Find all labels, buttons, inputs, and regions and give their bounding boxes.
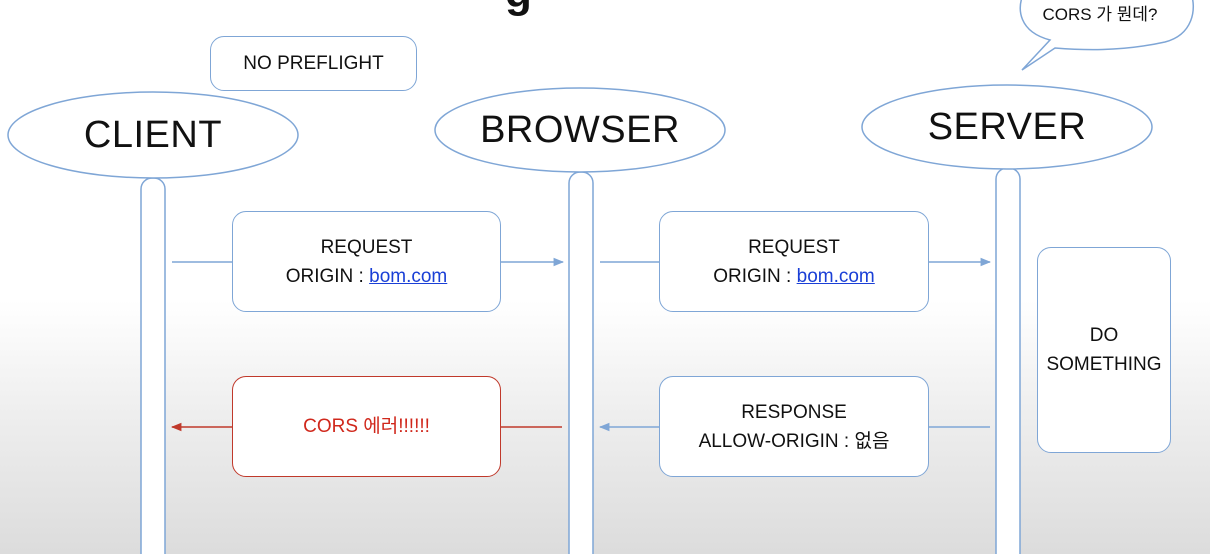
- cors-error-message: CORS 에러!!!!!!: [232, 376, 501, 477]
- browser-ellipse: [434, 87, 726, 173]
- server-action-line2: SOMETHING: [1046, 354, 1162, 375]
- origin-link[interactable]: bom.com: [369, 265, 448, 287]
- request-label: REQUEST: [320, 236, 413, 258]
- speech-bubble: [1019, 0, 1194, 71]
- server-lifeline: [995, 167, 1021, 554]
- cors-error-text: CORS 에러!!!!!!: [303, 416, 430, 437]
- client-ellipse: [7, 91, 299, 179]
- origin-line: ORIGIN : bom.com: [286, 262, 448, 291]
- response-label: RESPONSE: [741, 401, 847, 423]
- request-label: REQUEST: [748, 236, 840, 258]
- origin-prefix: ORIGIN :: [285, 265, 370, 287]
- request-message-browser: REQUEST ORIGIN : bom.com: [659, 211, 929, 312]
- speech-bubble-text: CORS 가 뭔데?: [1042, 5, 1158, 24]
- client-title: CLIENT: [83, 113, 223, 156]
- server-action-line1: DO: [1089, 325, 1119, 346]
- no-preflight-note: NO PREFLIGHT: [210, 36, 417, 91]
- browser-title: BROWSER: [480, 108, 680, 151]
- origin-prefix: ORIGIN :: [713, 265, 797, 287]
- request-message-client: REQUEST ORIGIN : bom.com: [232, 211, 501, 312]
- server-title: SERVER: [927, 105, 1087, 148]
- response-message: RESPONSE ALLOW-ORIGIN : 없음: [659, 376, 929, 477]
- no-preflight-label: NO PREFLIGHT: [243, 53, 384, 74]
- browser-lifeline: [568, 171, 594, 554]
- server-action-box: DO SOMETHING: [1037, 247, 1171, 453]
- origin-line: ORIGIN : bom.com: [713, 262, 875, 291]
- allow-origin-line: ALLOW-ORIGIN : 없음: [698, 430, 890, 452]
- origin-link[interactable]: bom.com: [796, 265, 875, 287]
- client-lifeline: [140, 177, 166, 554]
- title-fragment: g: [505, 0, 532, 18]
- server-ellipse: [861, 84, 1153, 170]
